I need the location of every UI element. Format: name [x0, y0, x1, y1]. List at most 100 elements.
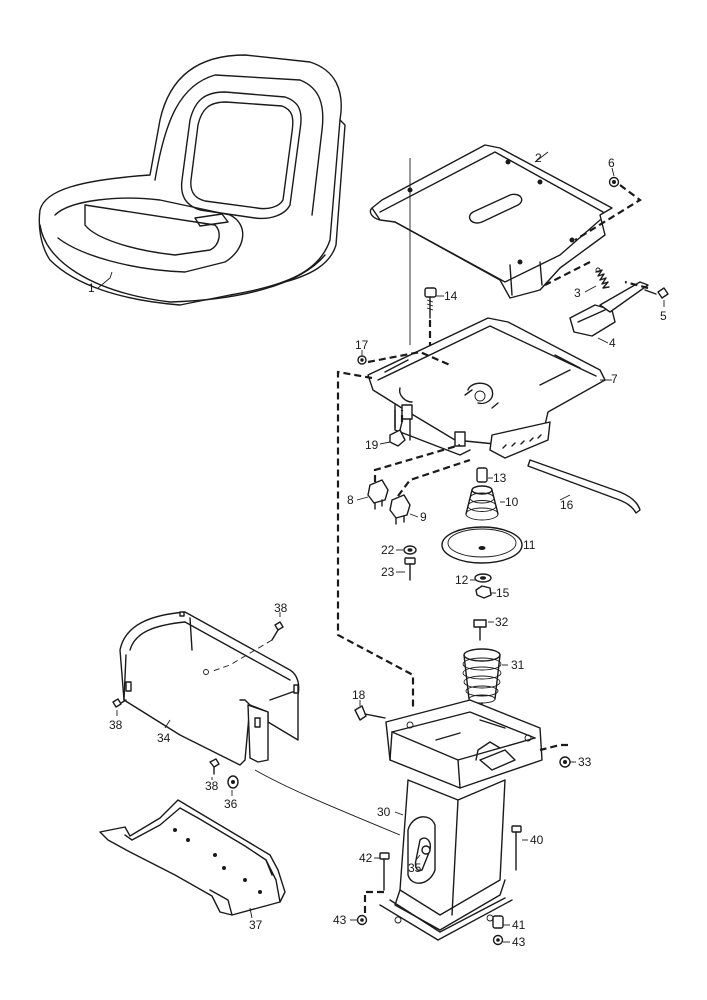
- leader-1: [97, 271, 113, 289]
- dashed-line-38-top: [209, 639, 273, 673]
- screw-part-38-bottom: [209, 758, 220, 775]
- nut-part-15: [475, 585, 492, 599]
- bolt-part-14: [424, 287, 437, 319]
- nut-part-43-left: [356, 914, 368, 926]
- switch-part-9: [389, 494, 411, 525]
- callout-35: 35: [408, 861, 422, 875]
- leader-8: [356, 496, 369, 501]
- nut-part-17: [357, 355, 367, 365]
- dashed-line-5: [624, 280, 649, 290]
- callout-40: 40: [530, 833, 544, 847]
- callout-43-left: 43: [333, 913, 347, 927]
- spring-part-3: [595, 267, 610, 289]
- cover-attach-line: [254, 769, 401, 836]
- bolt-part-32: [473, 619, 487, 641]
- callout-38-bottom: 38: [205, 779, 219, 793]
- callout-16: 16: [560, 498, 574, 512]
- leader-3: [584, 285, 597, 293]
- callout-34: 34: [157, 731, 171, 745]
- callout-41: 41: [512, 918, 526, 932]
- callout-3: 3: [574, 286, 581, 300]
- leader-9: [409, 513, 419, 518]
- callout-31: 31: [511, 658, 525, 672]
- bolt-part-40: [511, 825, 522, 871]
- nut-part-6: [608, 176, 620, 188]
- callout-9: 9: [420, 510, 427, 524]
- leader-4: [597, 337, 609, 344]
- dashed-line-3: [544, 261, 591, 286]
- callout-23: 23: [381, 565, 395, 579]
- leader-6: [611, 167, 615, 177]
- callout-42: 42: [359, 851, 373, 865]
- seat-pan-part-2: [369, 144, 613, 299]
- callout-12: 12: [455, 573, 469, 587]
- disc-part-11: [441, 526, 523, 564]
- leader-35: [415, 854, 421, 861]
- callout-38-left: 38: [109, 718, 123, 732]
- washer-part-12: [474, 573, 492, 583]
- callout-17: 17: [355, 338, 369, 352]
- bolt-part-18: [354, 705, 386, 721]
- callout-36: 36: [224, 797, 238, 811]
- bolt-part-42: [379, 852, 390, 891]
- support-column-part-30: [379, 699, 543, 941]
- leader-30: [394, 811, 404, 816]
- callout-labels: 1 2 3 4 5 6 7 8 9 10 11 12 13 14 15 16 1…: [88, 151, 667, 949]
- callout-37: 37: [249, 918, 263, 932]
- callout-5: 5: [660, 309, 667, 323]
- spring-part-31: [462, 648, 502, 721]
- dashed-line-6: [574, 184, 642, 241]
- callout-4: 4: [609, 336, 616, 350]
- nut-part-43-right: [492, 934, 504, 946]
- dashed-line-8: [373, 443, 461, 482]
- dashed-line-42: [363, 890, 384, 915]
- callout-38-top: 38: [274, 601, 288, 615]
- callout-2: 2: [535, 151, 542, 165]
- callout-32: 32: [495, 615, 509, 629]
- screw-part-38-left: [112, 698, 127, 708]
- base-plate-part-37: [99, 799, 286, 916]
- leader-34: [164, 719, 171, 729]
- callout-30: 30: [377, 805, 391, 819]
- dashed-line-17: [367, 350, 451, 367]
- callout-15: 15: [496, 586, 510, 600]
- callout-43-right: 43: [512, 935, 526, 949]
- callout-19: 19: [365, 438, 379, 452]
- callout-14: 14: [444, 289, 458, 303]
- screw-part-38-top: [271, 621, 284, 641]
- rod-part-16: [527, 459, 641, 514]
- callout-7: 7: [611, 372, 618, 386]
- callout-22: 22: [381, 543, 395, 557]
- lever-part-4: [569, 281, 649, 337]
- cover-part-34: [119, 611, 300, 766]
- leader-2: [534, 151, 549, 163]
- washer-part-35: [421, 845, 431, 855]
- leader-16: [559, 494, 571, 501]
- dashed-line-7-30: [336, 370, 415, 710]
- nut-part-33: [559, 756, 571, 768]
- leader-37: [249, 907, 253, 919]
- spacer-part-13: [476, 467, 488, 483]
- callout-8: 8: [347, 493, 354, 507]
- leader-19: [379, 441, 391, 445]
- washer-part-22: [403, 545, 417, 555]
- clip-part-19: [389, 421, 406, 447]
- callout-33: 33: [578, 755, 592, 769]
- dashed-line-33: [539, 743, 568, 752]
- spacer-part-41: [492, 915, 504, 929]
- callout-6: 6: [608, 156, 615, 170]
- slide-plate-part-7: [367, 317, 606, 459]
- callout-1: 1: [88, 281, 95, 295]
- callout-11: 11: [523, 538, 536, 552]
- callout-13: 13: [493, 471, 507, 485]
- seat-part-1: [38, 54, 346, 306]
- switch-part-8: [367, 479, 389, 510]
- spring-part-10: [465, 485, 499, 521]
- washer-part-36: [227, 775, 239, 789]
- bolt-part-23: [404, 557, 416, 581]
- callout-18: 18: [352, 688, 366, 702]
- dashed-line-9: [397, 458, 471, 497]
- callout-10: 10: [505, 495, 519, 509]
